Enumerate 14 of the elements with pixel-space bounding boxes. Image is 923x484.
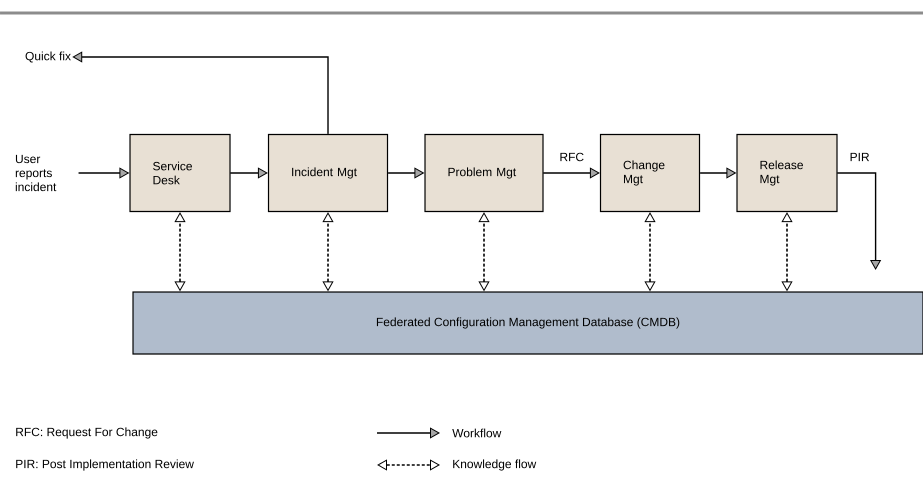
legend-text: Knowledge flow	[453, 459, 536, 471]
legend-text: Workflow	[452, 428, 502, 438]
process-box: Problem Mgt	[424, 134, 544, 212]
flow-label: Quick fix	[26, 52, 71, 62]
process-box: Incident Mgt	[268, 134, 388, 212]
process-box: Release Mgt	[736, 134, 838, 212]
process-box: Service Desk	[129, 134, 231, 212]
flow-label: User reports incident	[16, 154, 56, 192]
edge-label: PIR	[850, 152, 870, 162]
note: PIR: Post Implementation Review	[16, 459, 194, 471]
database-bar: Federated Configuration Management Database (CMDB)	[132, 291, 923, 355]
note: RFC: Request For Change	[16, 427, 158, 439]
edge-label: RFC	[560, 152, 584, 162]
process-box: Change Mgt	[600, 134, 700, 212]
